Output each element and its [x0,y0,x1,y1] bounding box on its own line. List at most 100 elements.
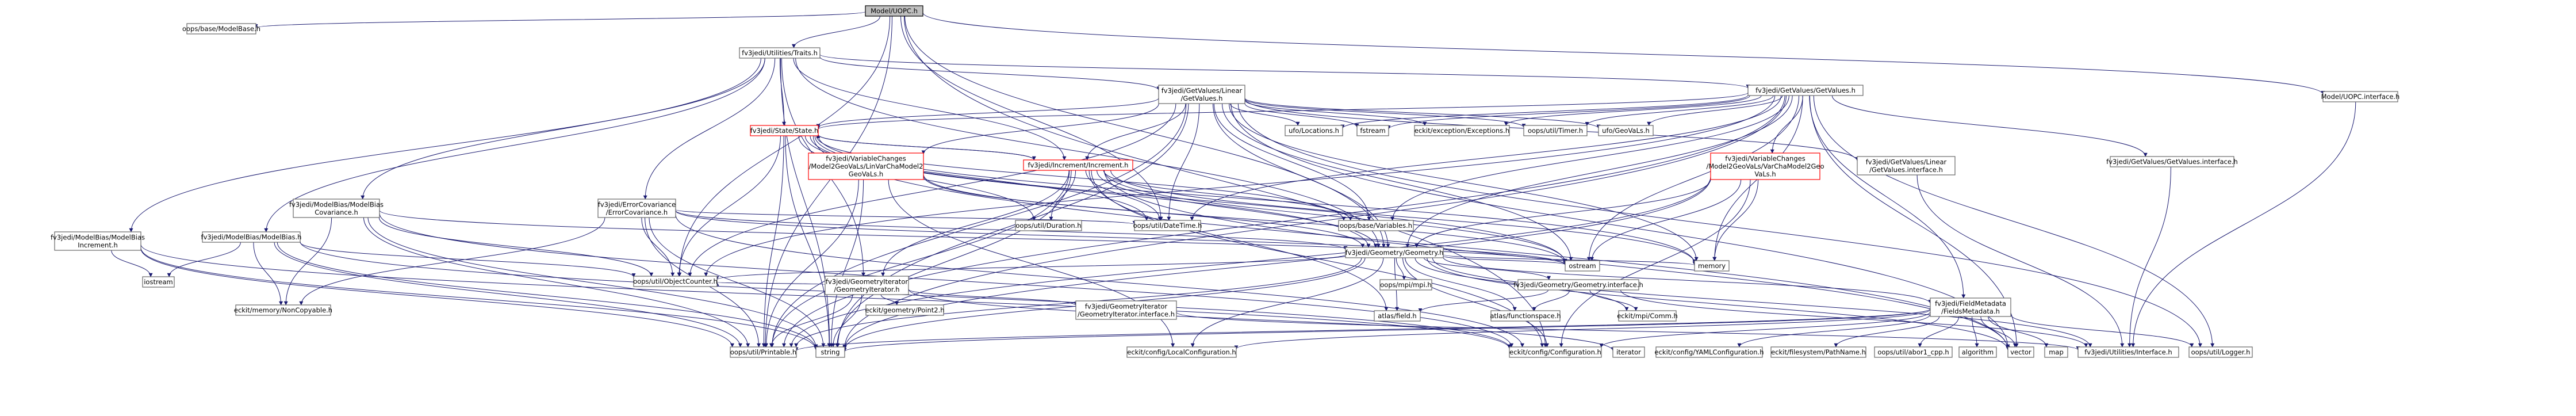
node-ostream[interactable]: ostream [1565,260,1600,272]
node-modelbase[interactable]: oops/base/ModelBase.h [182,23,260,35]
node-timer[interactable]: oops/util/Timer.h [1523,125,1588,136]
node-label: fv3jedi/GeometryIterator [826,277,908,285]
node-box [1770,346,1866,358]
edge-gv-to-datetime [1190,95,1781,221]
node-atlasfs[interactable]: atlas/functionspace.h [1490,310,1561,322]
node-state[interactable]: fv3jedi/State/State.h [750,125,819,136]
node-label: eckit/config/YAMLConfiguration.h [1655,348,1764,356]
node-fstream[interactable]: fstream [1356,125,1389,136]
node-label: oops/base/ModelBase.h [182,25,260,33]
node-point2[interactable]: eckit/geometry/Point2.h [865,304,945,316]
edge-vcm2g-to-ostream [1590,179,1742,261]
node-label: fv3jedi/Utilities/Traits.h [742,49,818,57]
node-label: fstream [1360,127,1385,135]
node-filename[interactable]: eckit/filesystem/PathName.h [1770,346,1866,358]
node-iostream[interactable]: iostream [142,276,175,288]
node-traits[interactable]: fv3jedi/Utilities/Traits.h [739,47,821,59]
edge-lingv-to-memory [1229,103,1699,261]
node-gv[interactable]: fv3jedi/GetValues/GetValues.h [1747,85,1864,96]
node-memory[interactable]: memory [1694,260,1730,272]
node-yamlconf[interactable]: eckit/config/YAMLConfiguration.h [1655,346,1764,358]
edge-mb-to-objcounter [300,242,636,278]
edge-increment-to-state [816,134,1034,161]
node-datetime[interactable]: oops/util/DateTime.h [1133,220,1202,231]
node-atlasfield[interactable]: atlas/field.h [1374,310,1421,322]
edge-vcge-to-printable [764,179,859,348]
node-locations[interactable]: ufo/Locations.h [1285,125,1343,136]
node-vector[interactable]: vector [2007,346,2034,358]
edge-lingv-to-timer [1244,98,1526,128]
node-fieldmeta[interactable]: fv3jedi/FieldMetadata/FieldsMetadata.h [1930,297,2011,317]
node-label: fv3jedi/State/State.h [750,127,819,135]
node-box [1517,279,1639,291]
node-box [293,199,380,218]
edge-errcov-to-ostream [675,210,1567,265]
node-geoiter[interactable]: fv3jedi/GeometryIterator/GeometryIterato… [825,276,909,295]
node-box [1356,125,1389,136]
node-increment[interactable]: fv3jedi/Increment/Increment.h [1023,159,1133,171]
node-label: /Model2GeoVaLs/VarChaModel2Geo [1706,162,1824,170]
node-box [1509,346,1602,358]
node-box [865,304,944,316]
node-exceptions[interactable]: eckit/exception/Exceptions.h [1414,125,1510,136]
node-geoiteriface[interactable]: fv3jedi/GeometryIterator/GeometryIterato… [1075,300,1177,320]
edge-mb-to-iostream [167,242,241,277]
node-logger[interactable]: oops/util/Logger.h [2188,346,2253,358]
node-label: oops/util/Timer.h [1528,127,1583,135]
node-vcm2g[interactable]: fv3jedi/VariableChanges/Model2GeoVaLs/Va… [1706,152,1824,180]
edge-geoiter-to-objcounter [715,281,826,287]
edge-geometry-to-ostream [1443,255,1567,265]
edge-geoiteriface-to-utiface [1176,312,2080,350]
node-gviface[interactable]: fv3jedi/GetValues/GetValues.interface.h [2106,156,2238,167]
node-box [1345,247,1444,258]
node-vcge[interactable]: fv3jedi/VariableChanges/Model2GeoVaLs/Li… [808,152,924,180]
edge-lingv-to-fstream [1244,103,1359,128]
node-mb[interactable]: fv3jedi/ModelBias/ModelBias.h [201,231,302,243]
node-box [2188,346,2253,358]
edge-errcov-to-datetime [675,209,1137,225]
node-comm[interactable]: eckit/mpi/Comm.h [1617,310,1678,322]
edge-gviface-to-utiface [2128,166,2171,348]
node-localconf[interactable]: eckit/config/LocalConfiguration.h [1126,346,1237,358]
node-errcov[interactable]: fv3jedi/ErrorCovariance/ErrorCovariance.… [597,199,676,218]
node-box [1523,125,1588,136]
node-box [1747,85,1864,96]
node-mpi[interactable]: oops/mpi/mpi.h [1379,279,1432,291]
node-label: /GetValues.interface.h [1869,166,1943,174]
node-variables[interactable]: oops/base/Variables.h [1338,220,1414,231]
node-label: fv3jedi/GetValues/GetValues.interface.h [2106,158,2238,166]
node-lingviface[interactable]: fv3jedi/GetValues/Linear/GetValues.inter… [1857,156,1956,175]
node-algorithm[interactable]: algorithm [1958,346,1997,358]
node-label: eckit/exception/Exceptions.h [1414,127,1509,135]
node-box [202,231,301,243]
edge-geometry-to-geoiface [1423,257,1551,280]
node-geometry[interactable]: fv3jedi/Geometry/Geometry.h [1345,247,1444,258]
node-utiface[interactable]: fv3jedi/Utilities/Interface.h [2077,346,2179,358]
node-noncopyable[interactable]: eckit/memory/NonCopyable.h [234,304,332,316]
node-geoiface[interactable]: fv3jedi/Geometry/Geometry.interface.h [1513,279,1643,291]
edge-traits-to-mbcov [361,58,765,200]
edge-mbcov-to-printable [363,217,750,348]
edge-geoiter-to-printable [769,294,853,348]
node-printable[interactable]: oops/util/Printable.h [730,346,797,358]
node-map[interactable]: map [2044,346,2068,358]
node-objcounter[interactable]: oops/util/ObjectCounter.h [633,276,718,287]
node-string[interactable]: string [815,346,845,358]
node-box [1075,300,1177,320]
node-label: Model/UOPC.h [871,7,918,15]
node-iterator[interactable]: iterator [1612,346,1645,358]
node-duration[interactable]: oops/util/Duration.h [1015,220,1082,231]
node-box [54,231,141,251]
edge-traits-to-mbinc [129,58,761,232]
edge-root-to-datetime [900,16,1163,221]
node-abor1[interactable]: oops/util/abor1_cpp.h [1874,346,1953,358]
node-uopciface[interactable]: Model/UOPC.interface.h [2321,91,2400,102]
node-conf[interactable]: eckit/config/Configuration.h [1509,346,1602,358]
node-lingv[interactable]: fv3jedi/GetValues/Linear/GetValues.h [1158,85,1245,104]
node-box [2007,346,2034,358]
edge-lingv-to-state [816,98,1159,128]
edge-mbcov-to-noncopyable [283,217,332,306]
node-geovals[interactable]: ufo/GeoVaLs.h [1598,125,1654,136]
